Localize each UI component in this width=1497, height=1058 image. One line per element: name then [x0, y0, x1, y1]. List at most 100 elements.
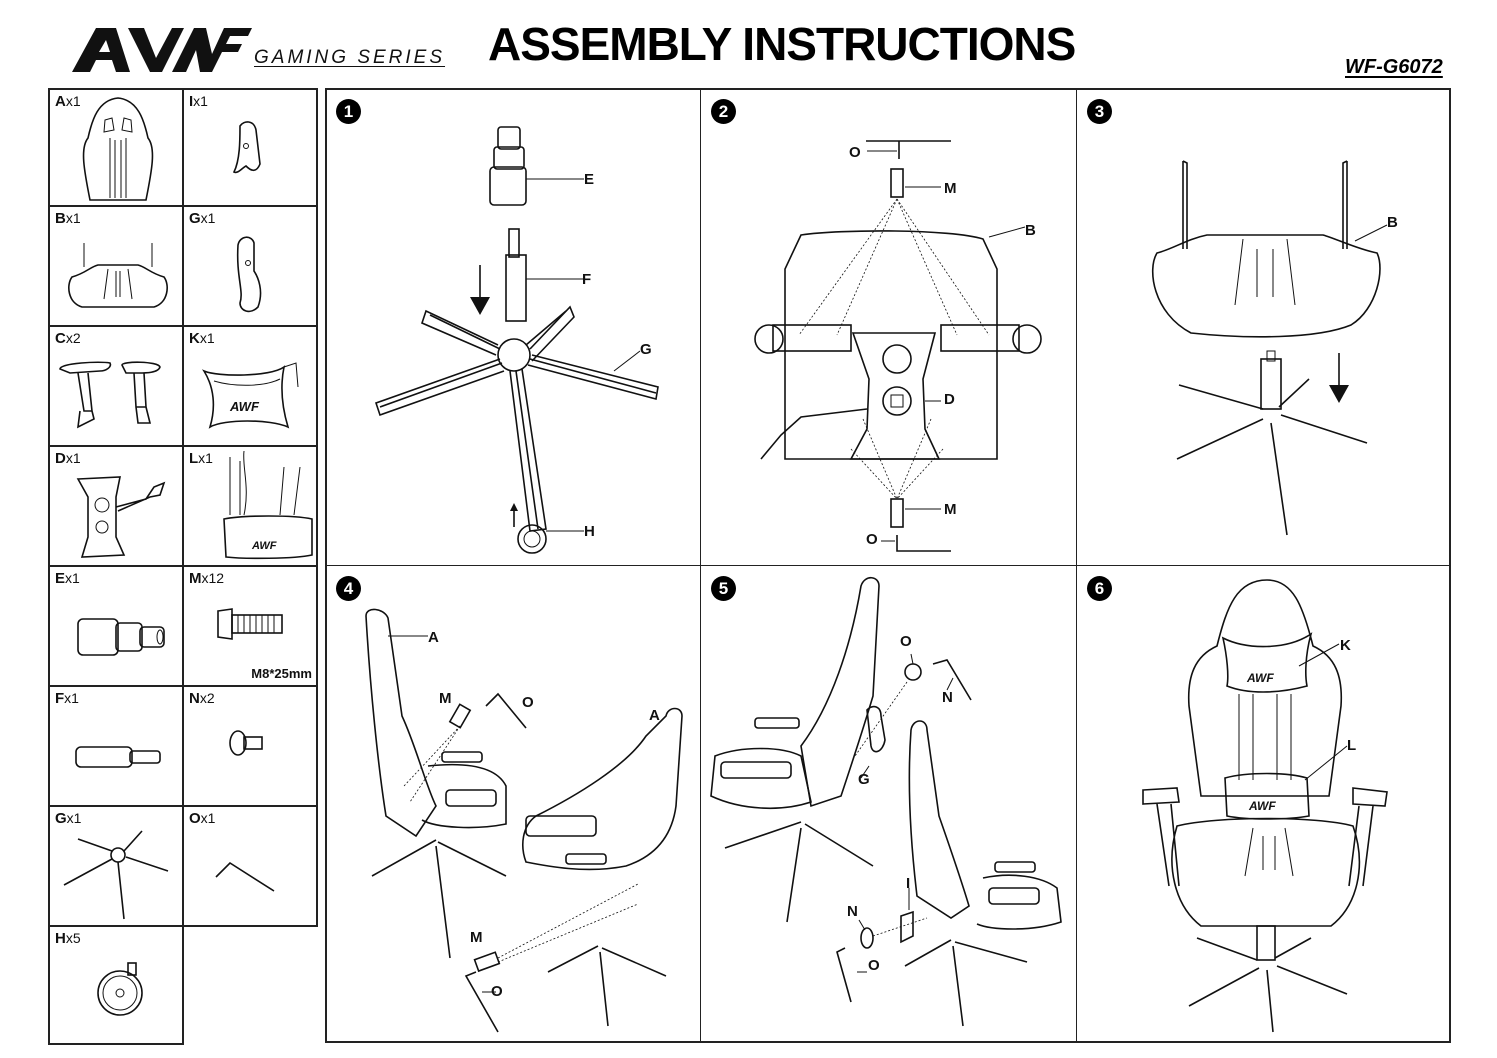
- callout-o-upper: O: [522, 694, 534, 711]
- gas-lift-cover-icon: [77, 618, 165, 656]
- step-number-badge: 1: [336, 99, 361, 124]
- svg-text:AWF: AWF: [1246, 671, 1274, 685]
- base-icon: [63, 830, 169, 920]
- step-1: 1 E F G H: [325, 88, 701, 566]
- part-qty: x5: [65, 930, 81, 946]
- callout-o-lower: O: [491, 983, 503, 1000]
- callout-m-lower: M: [470, 929, 483, 946]
- callout-h: H: [584, 523, 595, 540]
- part-h: Hx5: [48, 925, 184, 1045]
- part-letter: L: [189, 450, 199, 467]
- allen-key-icon: [215, 861, 275, 892]
- head-pillow-icon: AWF: [201, 362, 299, 429]
- part-letter: H: [55, 930, 66, 947]
- callout-d: D: [944, 391, 955, 408]
- step-5: 5 O N G I N O: [700, 565, 1077, 1043]
- step-number-badge: 2: [711, 99, 736, 124]
- armrests-icon: [59, 361, 161, 429]
- part-letter: C: [55, 330, 66, 347]
- callout-n-lower: N: [847, 903, 858, 920]
- part-qty: x1: [65, 93, 81, 109]
- part-o: Ox1: [182, 805, 318, 927]
- part-qty: x1: [65, 450, 81, 466]
- backrest-icon: [82, 97, 154, 201]
- part-k: Kx1 AWF: [182, 325, 318, 447]
- callout-e: E: [584, 171, 595, 188]
- step-2-diagram: [754, 140, 1042, 552]
- part-letter: G: [55, 810, 67, 827]
- part-g-cover: Gx1: [182, 205, 318, 327]
- part-letter: E: [55, 570, 66, 587]
- callout-o-lower: O: [868, 957, 880, 974]
- callout-m-upper: M: [439, 690, 452, 707]
- callout-g: G: [858, 771, 870, 788]
- callout-l: L: [1347, 737, 1357, 754]
- part-i: Ix1: [182, 88, 318, 207]
- part-qty: x1: [65, 570, 80, 586]
- bolt-icon: [217, 608, 283, 640]
- callout-o-top: O: [849, 144, 861, 161]
- part-letter: O: [189, 810, 201, 827]
- part-f: Fx1: [48, 685, 184, 807]
- part-letter: F: [55, 690, 65, 707]
- callout-i: I: [906, 875, 911, 892]
- step-3: 3 B: [1076, 88, 1451, 566]
- side-cover-i-icon: [232, 121, 261, 174]
- seat-icon: [68, 243, 168, 308]
- callout-m-top: M: [944, 180, 957, 197]
- step-6-diagram: AWF AWF: [1142, 579, 1388, 1033]
- step-2: 2 O M B D M O: [700, 88, 1077, 566]
- part-b: Bx1: [48, 205, 184, 327]
- model-number: WF-G6072: [1345, 56, 1443, 78]
- part-letter: D: [55, 450, 66, 467]
- step-number-badge: 6: [1087, 576, 1112, 601]
- part-letter: M: [189, 570, 202, 587]
- part-qty: x1: [198, 450, 213, 466]
- part-qty: x1: [200, 210, 216, 226]
- part-e: Ex1: [48, 565, 184, 687]
- callout-a-right: A: [649, 707, 660, 724]
- callout-k: K: [1340, 637, 1351, 654]
- mechanism-icon: [76, 476, 166, 558]
- part-letter: N: [189, 690, 200, 707]
- part-qty: x2: [199, 690, 215, 706]
- part-d: Dx1: [48, 445, 184, 567]
- lumbar-pillow-icon: AWF: [223, 450, 313, 560]
- step-number-badge: 4: [336, 576, 361, 601]
- gas-lift-icon: [75, 746, 161, 768]
- step-5-diagram: [710, 576, 1062, 1027]
- step-6: 6 AWF AWF K L: [1076, 565, 1451, 1043]
- step-number-badge: 5: [711, 576, 736, 601]
- part-m: Mx12 M8*25mm: [182, 565, 318, 687]
- part-letter: A: [55, 93, 66, 110]
- part-qty: x1: [193, 93, 208, 109]
- part-a: Ax1: [48, 88, 184, 207]
- step-number-badge: 3: [1087, 99, 1112, 124]
- callout-a-left: A: [428, 629, 439, 646]
- side-cover-g-icon: [236, 236, 262, 313]
- part-qty: x12: [201, 570, 225, 586]
- callout-f: F: [582, 271, 592, 288]
- svg-text:AWF: AWF: [229, 399, 260, 414]
- step-1-diagram: [374, 126, 659, 554]
- part-letter: I: [189, 93, 194, 110]
- part-letter: B: [55, 210, 66, 227]
- callout-n-upper: N: [942, 689, 953, 706]
- callout-b: B: [1025, 222, 1036, 239]
- svg-text:AWF: AWF: [1248, 799, 1276, 813]
- callout-o-upper: O: [900, 633, 912, 650]
- part-g-base: Gx1: [48, 805, 184, 927]
- part-qty: x2: [65, 330, 81, 346]
- series-label: GAMING SERIES: [254, 47, 446, 68]
- callout-m-bottom: M: [944, 501, 957, 518]
- step-4: 4 A M O A M O: [325, 565, 701, 1043]
- screw-icon: [229, 730, 263, 756]
- page-title: ASSEMBLY INSTRUCTIONS: [488, 18, 1076, 70]
- part-c: Cx2: [48, 325, 184, 447]
- step-3-diagram: [1151, 160, 1388, 536]
- part-n: Nx2: [182, 685, 318, 807]
- part-letter: K: [189, 330, 200, 347]
- part-letter: G: [189, 210, 201, 227]
- svg-text:AWF: AWF: [251, 540, 277, 552]
- part-qty: x1: [65, 210, 81, 226]
